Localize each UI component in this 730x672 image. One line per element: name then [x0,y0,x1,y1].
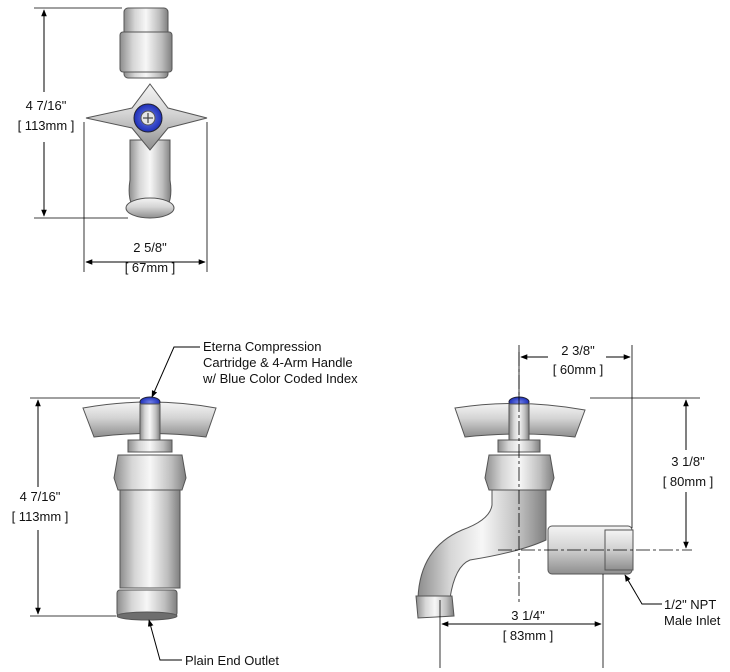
side-length-in: 3 1/4" [511,608,545,623]
side-view: 2 3/8" [ 60mm ] 3 1/8" [ 80mm ] 3 1/4" [… [415,343,721,668]
outlet-callout: Plain End Outlet [185,653,279,668]
handle-callout-line-3: w/ Blue Color Coded Index [202,371,358,386]
side-width-mm: [ 60mm ] [553,362,604,377]
handle-callout-line-2: Cartridge & 4-Arm Handle [203,355,353,370]
front-body [119,489,181,589]
side-height-in: 3 1/8" [671,454,705,469]
handle-callout-line-1: Eterna Compression [203,339,322,354]
top-view-height-in: 4 7/16" [26,98,67,113]
side-width-in: 2 3/8" [561,343,595,358]
top-view-height-mm: [ 113mm ] [18,118,75,133]
top-view-width-mm: [ 67mm ] [125,260,176,275]
inlet-callout-line-1: 1/2" NPT [664,597,716,612]
side-bonnet [484,454,555,491]
front-height-in: 4 7/16" [20,489,61,504]
top-view: 4 7/16" [ 113mm ] 2 5/8" [ 67mm ] [18,7,208,275]
front-view: 4 7/16" [ 113mm ] Eterna Compression Car… [12,339,359,668]
inlet-callout-line-2: Male Inlet [664,613,721,628]
side-spout [417,489,547,599]
side-height-mm: [ 80mm ] [663,474,714,489]
top-view-width-in: 2 5/8" [133,240,167,255]
front-height-mm: [ 113mm ] [12,509,69,524]
front-bonnet [113,454,187,491]
side-length-mm: [ 83mm ] [503,628,554,643]
